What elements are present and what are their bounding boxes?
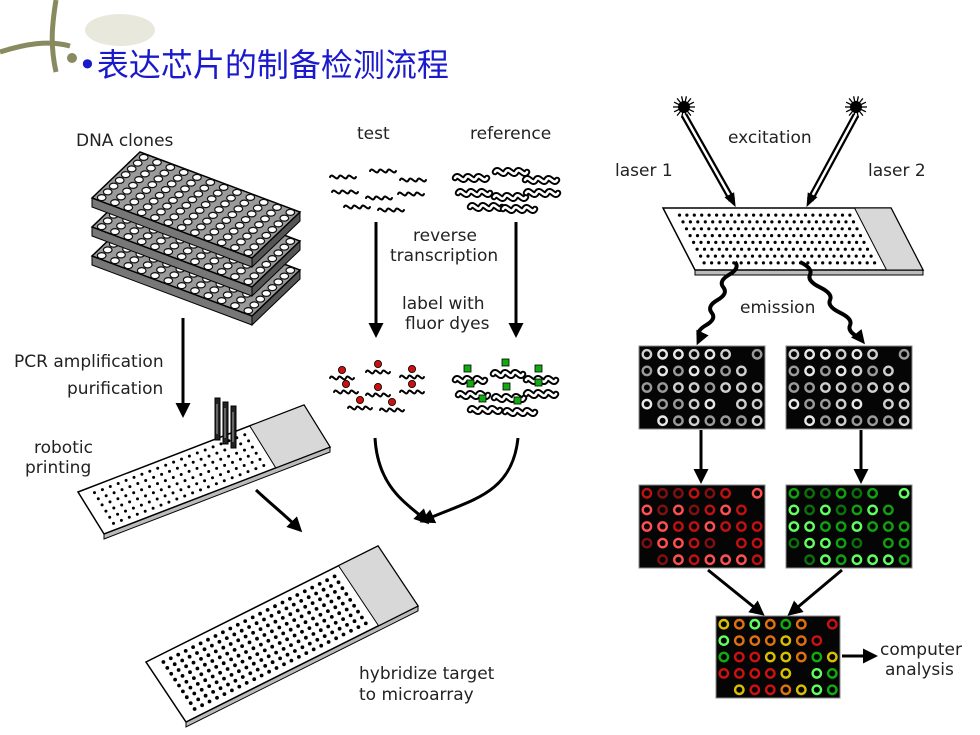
fluor-dyes-label: fluor dyes [405,314,490,334]
hybridize-microarray-slide [144,545,420,728]
purification-label: purification [67,379,164,399]
to-microarray-label: to microarray [359,685,474,705]
test-labeled-cdna-red [329,359,425,413]
reference-label: reference [470,124,552,144]
reference-mrna-squiggles [451,167,562,214]
scan-panels [638,345,913,699]
transcription-label: transcription [390,246,499,266]
laser-1-label: laser 1 [615,161,673,181]
computer-label: computer [880,640,962,660]
laser-sources [673,96,867,208]
page-title: •表达芯片的制备检测流程 [78,46,449,84]
merge-arrow-right [419,437,520,524]
scanner-slide [661,207,925,346]
laser-2-label: laser 2 [868,161,926,181]
reverse-label: reverse [413,226,477,246]
printing-label: printing [25,458,92,478]
robotic-printing-slide [76,397,332,540]
dna-clones-label: DNA clones [76,131,174,151]
corner-vine-decoration [0,0,155,73]
test-mrna-squiggles [329,168,427,213]
merge-arrow-left [373,437,430,525]
emission-label: emission [740,298,816,318]
robotic-label: robotic [34,438,93,458]
arrow-printing-to-hybridize [254,488,303,533]
pcr-amplification-label: PCR amplification [14,352,164,372]
hybridize-target-label: hybridize target [359,664,495,684]
label-with-label: label with [402,294,485,314]
reference-labeled-cdna-green [451,358,560,417]
dna-clone-plates [90,151,302,327]
test-label: test [357,124,390,144]
excitation-label: excitation [728,128,812,148]
analysis-label: analysis [885,660,954,680]
